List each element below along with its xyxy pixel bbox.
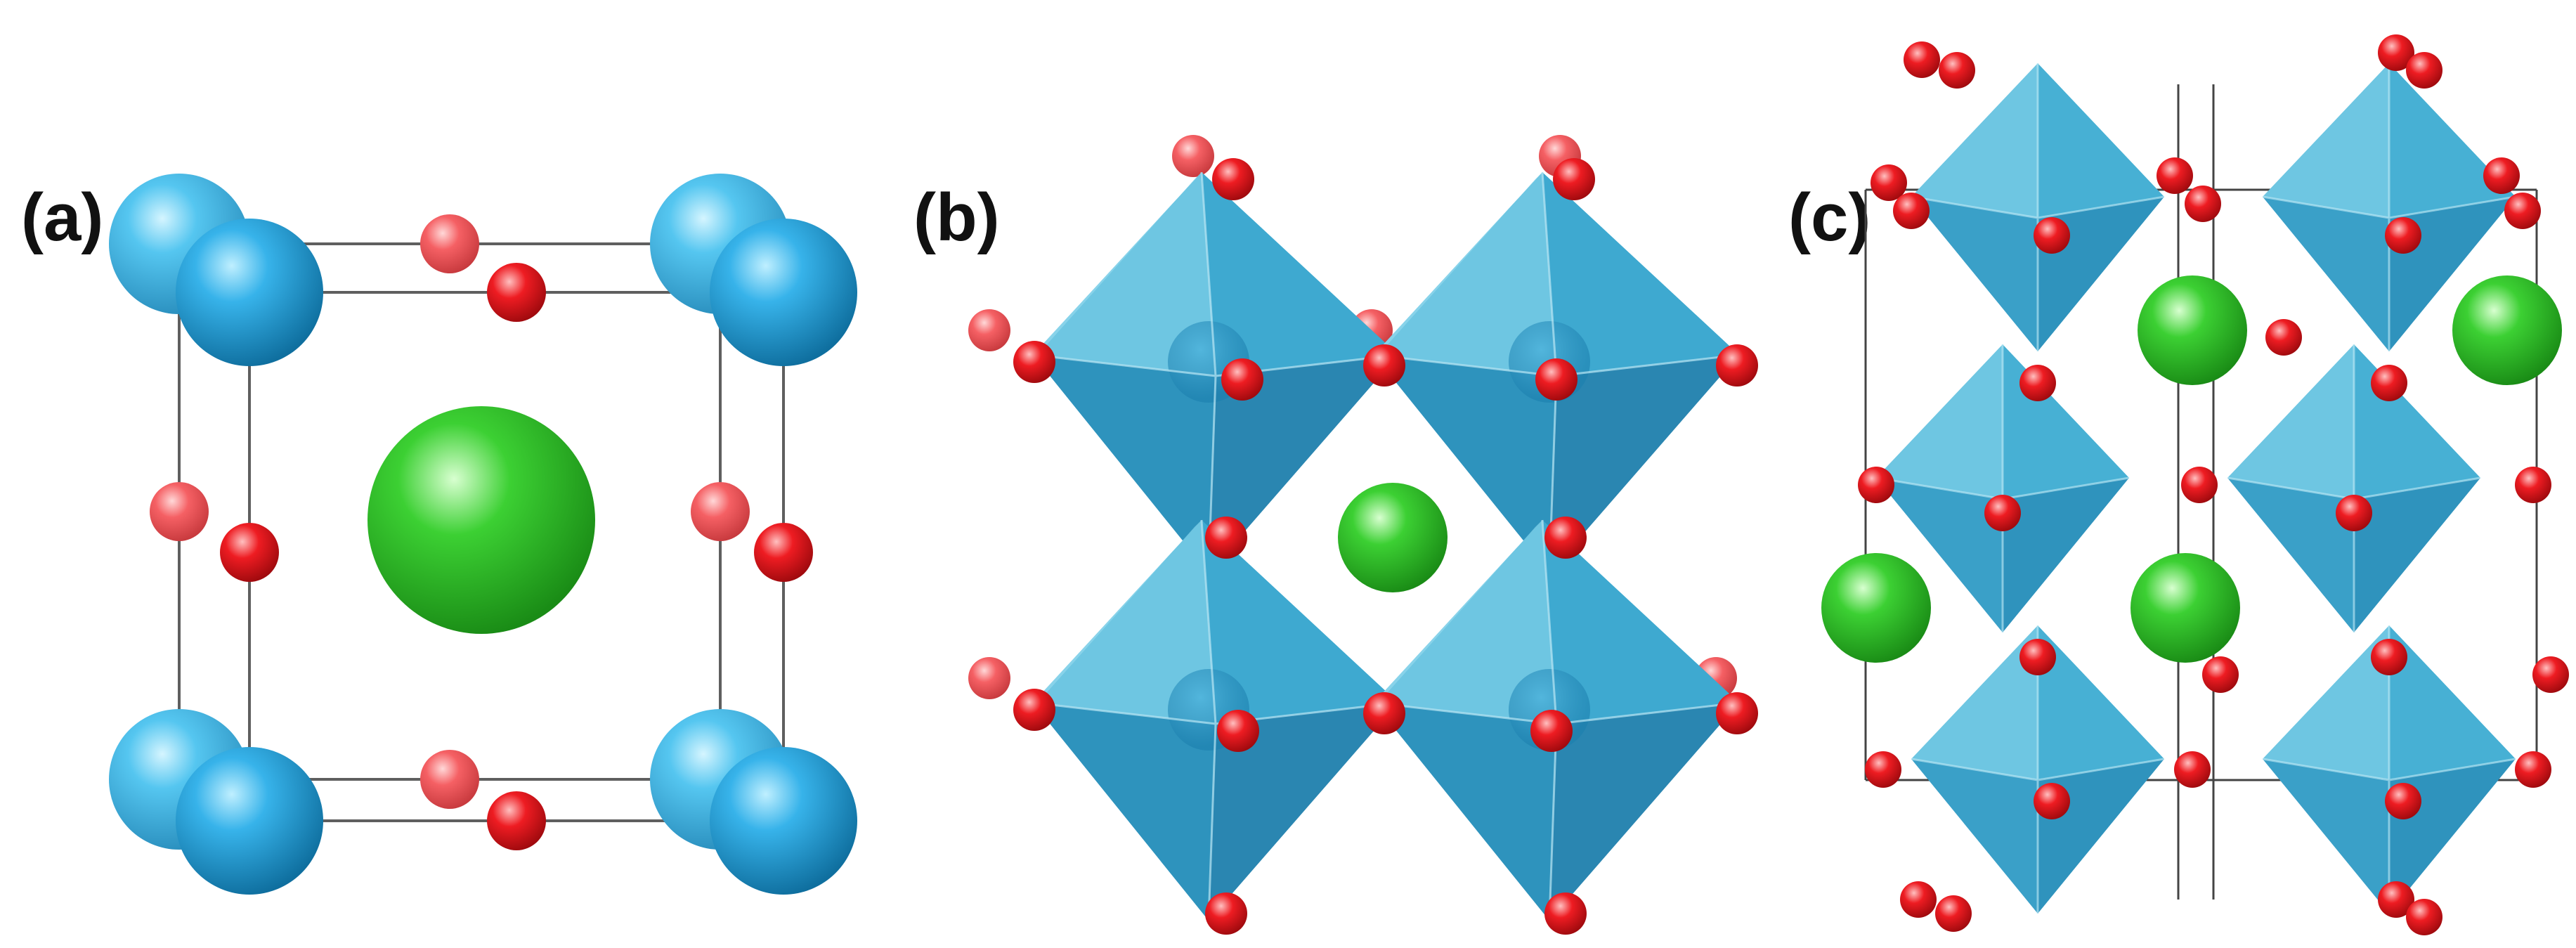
oxygen-atom xyxy=(420,750,479,809)
oxygen-atom xyxy=(691,482,750,541)
oxygen-atom xyxy=(754,523,813,582)
panel-c: (c) xyxy=(1771,0,2576,948)
oxygen-atom xyxy=(487,263,546,322)
octahedron xyxy=(2226,343,2482,634)
panel-c-tilted-supercell xyxy=(1821,34,2569,935)
oxygen-atom xyxy=(487,791,546,850)
a-site-atom xyxy=(1821,553,1931,663)
a-site-atom xyxy=(2138,275,2247,385)
panel-a: (a) xyxy=(0,0,871,948)
panel-b-octahedra-network xyxy=(968,135,1758,935)
panel-a-label: (a) xyxy=(21,180,104,255)
oxygen-atom xyxy=(420,214,479,273)
panel-b: (b) xyxy=(871,0,1869,948)
panel-a-cubic-cell xyxy=(109,174,857,895)
octahedron xyxy=(1032,171,1400,574)
b-site-atom xyxy=(176,219,323,366)
a-site-atom xyxy=(1338,483,1448,592)
a-site-atom xyxy=(2131,553,2240,663)
a-site-atom xyxy=(2452,275,2562,385)
panel-c-label: (c) xyxy=(1788,180,1871,255)
b-site-atom xyxy=(710,747,857,895)
b-site-atom xyxy=(176,747,323,895)
oxygens xyxy=(1858,34,2569,935)
oxygen-atom xyxy=(220,523,279,582)
octahedron xyxy=(1910,62,2166,353)
octahedron xyxy=(1032,519,1400,922)
a-site-atom xyxy=(367,406,595,634)
oxygen-atom xyxy=(150,482,209,541)
panel-b-label: (b) xyxy=(913,180,1000,255)
b-site-atom xyxy=(710,219,857,366)
front-oxygens xyxy=(1013,158,1758,935)
